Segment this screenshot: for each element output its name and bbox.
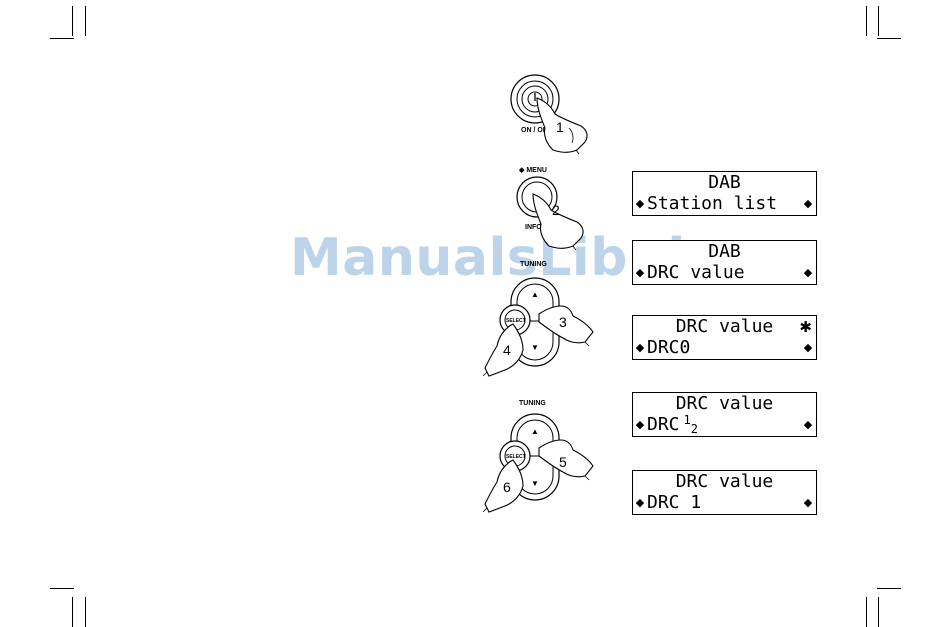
step-number-2: 2 — [552, 202, 560, 218]
button-illustration: ON / OFF 1 ◆ MENU INFO 2 TUNING ▲ ▼ — [475, 70, 625, 550]
step-number-6: 6 — [503, 479, 511, 495]
lcd-line-1: DRC value — [633, 317, 816, 337]
lcd-line-2: DRC value — [647, 263, 802, 283]
lcd-display-4: DRC value ◆ DRC 12 ◆ — [632, 392, 817, 437]
lcd-display-2: DAB ◆ DRC value ◆ — [632, 240, 817, 285]
right-arrow-icon: ◆ — [802, 496, 814, 510]
lcd-line-1: DAB — [633, 173, 816, 193]
lcd-line-2: DRC 12 — [647, 415, 802, 436]
lcd-line-2-prefix: DRC — [647, 414, 680, 435]
tuning-down-icon-2[interactable]: ▼ — [531, 479, 539, 488]
lcd-line-2: Station list — [647, 194, 802, 214]
left-arrow-icon: ◆ — [634, 266, 646, 280]
lcd-line-1: DRC value — [633, 394, 816, 414]
step-number-1: 1 — [556, 119, 564, 135]
menu-label: ◆ MENU — [518, 167, 547, 174]
fraction-denominator: 2 — [691, 422, 698, 436]
lcd-display-3: DRC value ✱ ◆ DRC0 ◆ — [632, 315, 817, 360]
asterisk-icon: ✱ — [799, 319, 812, 335]
tuning-up-icon-1[interactable]: ▲ — [531, 290, 539, 299]
left-arrow-icon: ◆ — [634, 341, 646, 355]
tuning-up-icon-2[interactable]: ▲ — [531, 427, 539, 436]
fraction-numerator: 1 — [684, 413, 691, 427]
step-number-3: 3 — [559, 314, 567, 330]
button-illustration-svg: ON / OFF 1 ◆ MENU INFO 2 TUNING ▲ ▼ — [475, 70, 625, 550]
step-number-5: 5 — [559, 454, 567, 470]
tuning-label-1: TUNING — [520, 261, 547, 268]
right-arrow-icon: ◆ — [802, 418, 814, 432]
select-label-2: SELECT — [506, 454, 526, 460]
lcd-line-1: DRC value — [633, 472, 816, 492]
right-arrow-icon: ◆ — [802, 341, 814, 355]
select-label-1: SELECT — [506, 318, 526, 324]
step-number-4: 4 — [503, 342, 511, 358]
left-arrow-icon: ◆ — [634, 496, 646, 510]
lcd-line-1: DAB — [633, 242, 816, 262]
tuning-down-icon-1[interactable]: ▼ — [531, 343, 539, 352]
left-arrow-icon: ◆ — [634, 418, 646, 432]
right-arrow-icon: ◆ — [802, 266, 814, 280]
lcd-line-2: DRC 1 — [647, 493, 802, 513]
lcd-line-2: DRC0 — [647, 338, 802, 358]
tuning-label-2: TUNING — [519, 400, 546, 407]
left-arrow-icon: ◆ — [634, 197, 646, 211]
lcd-display-1: DAB ◆ Station list ◆ — [632, 171, 817, 216]
lcd-display-5: DRC value ◆ DRC 1 ◆ — [632, 470, 817, 515]
right-arrow-icon: ◆ — [802, 197, 814, 211]
info-label: INFO — [525, 224, 542, 231]
